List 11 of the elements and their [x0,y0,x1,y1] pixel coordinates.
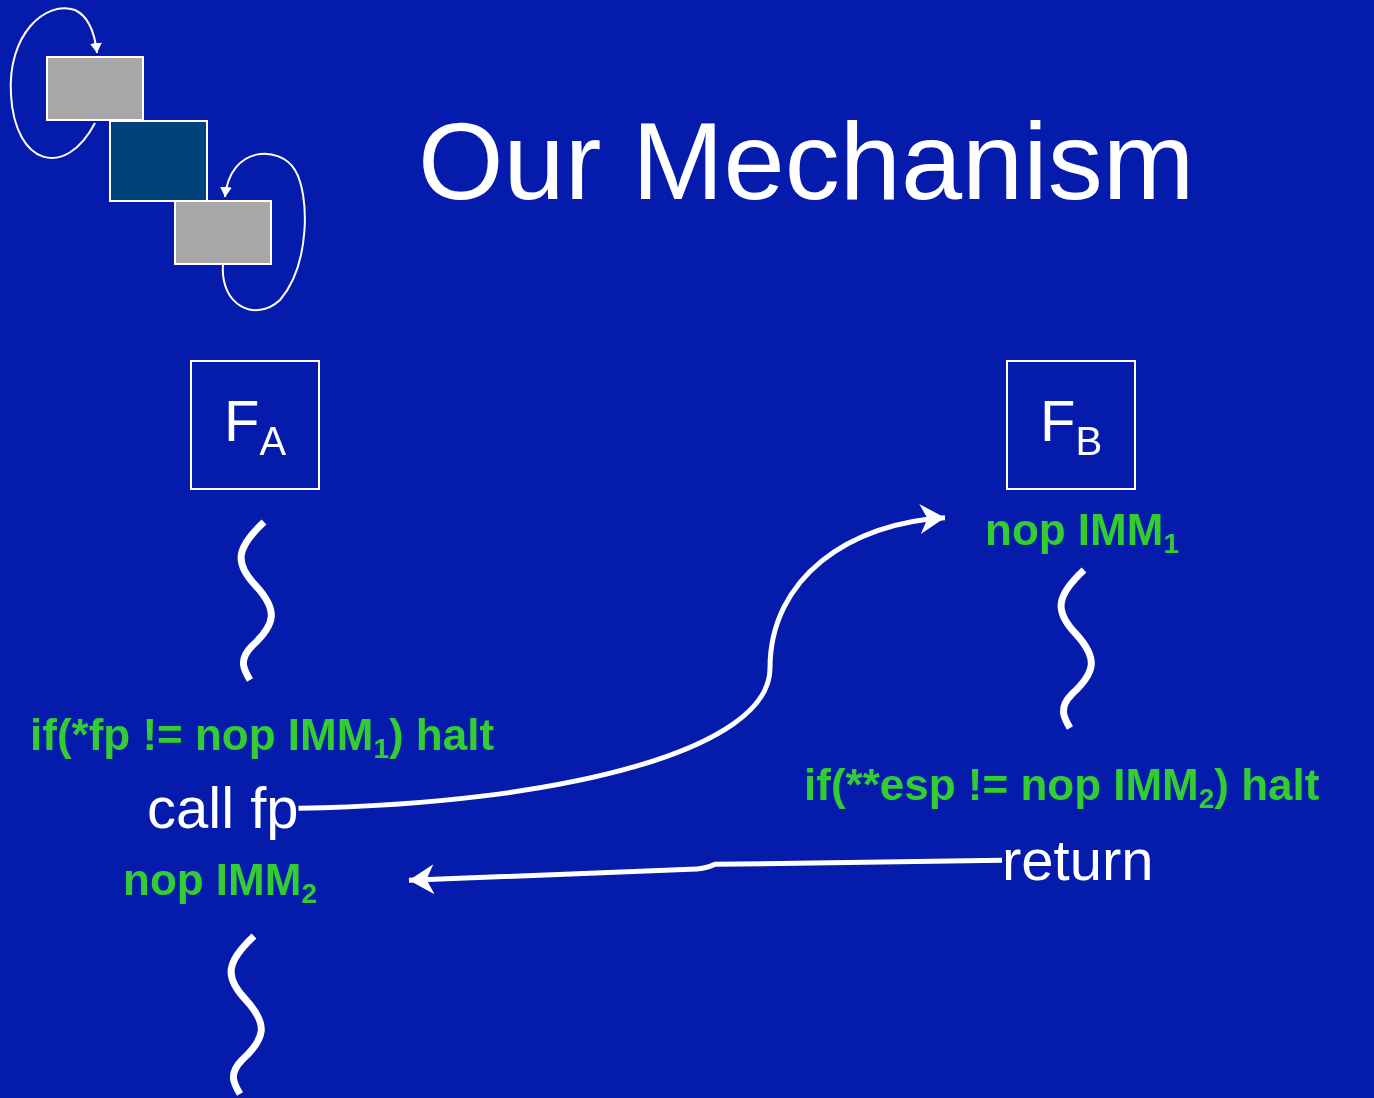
function-box: F$_{B}$ [1006,360,1136,490]
arrow [408,857,1003,895]
arrow [298,505,946,811]
instruction-text: return [1002,827,1154,894]
code-text: if(**esp != nop IMM$_{2}$) halt [804,760,1320,811]
title: Our Mechanism [418,100,1195,221]
code-text: if(*fp != nop IMM$_{1}$) halt [30,710,495,761]
instruction-text: call fp [147,775,299,842]
code-text: nop IMM$_{2}$ [123,855,409,906]
code-text: nop IMM$_{1}$ [945,505,1179,556]
function-box: F$_{A}$ [190,360,320,490]
